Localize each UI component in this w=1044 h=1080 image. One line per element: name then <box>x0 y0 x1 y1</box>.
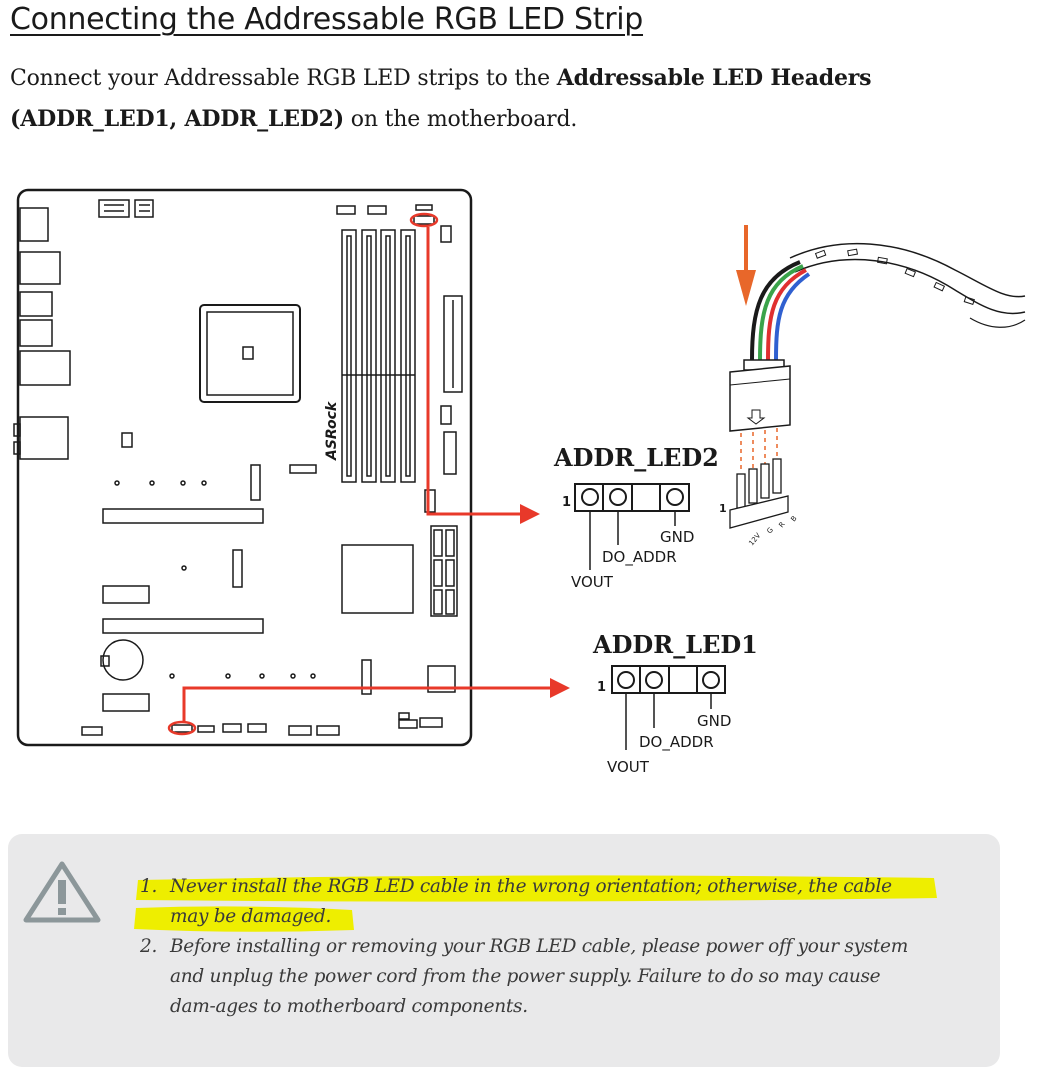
connector-pin1: 1 <box>719 502 727 515</box>
caution-item-1: 1.Never install the RGB LED cable in the… <box>140 876 892 927</box>
callout-line-led1 <box>182 686 550 721</box>
board-brand-logo: ASRock <box>324 400 340 461</box>
intro-text-pre: Connect your Addressable RGB LED strips … <box>10 66 557 91</box>
intro-text-bold: Addressable LED Headers (ADDR_LED1, ADDR… <box>10 65 872 132</box>
connector-pin-label-g: G <box>765 526 775 535</box>
callout-line-led2 <box>426 227 520 516</box>
caution-item-1-text: Never install the RGB LED cable in the w… <box>170 876 892 927</box>
connector-pin-label-12v: 12V <box>747 531 762 547</box>
motherboard-outline <box>16 188 473 747</box>
addr-led2-title: ADDR_LED2 <box>553 443 719 472</box>
intro-paragraph: Connect your Addressable RGB LED strips … <box>10 58 1040 140</box>
led-strip-illustration: 1 12V G R B <box>719 225 1026 547</box>
callout-circle-led1 <box>167 720 197 736</box>
addr-led1-pin1: 1 <box>597 680 606 695</box>
connector-pin-label-b: B <box>789 514 798 523</box>
caution-box: 1.Never install the RGB LED cable in the… <box>8 834 1000 1067</box>
connection-diagram: ASRock ADDR_LED2 1 GND DO_ADDR VOUT ADDR… <box>13 188 1026 776</box>
intro-text-post: on the motherboard. <box>344 107 578 132</box>
highlight-mark-line1 <box>136 875 937 902</box>
insert-arrow-head <box>736 270 756 306</box>
addr-led1-header: ADDR_LED1 1 GND DO_ADDR VOUT <box>592 630 758 776</box>
addr-led2-vout-label: VOUT <box>571 573 614 591</box>
connector-pin-label-r: R <box>777 520 786 529</box>
addr-led2-header: ADDR_LED2 1 GND DO_ADDR VOUT <box>553 443 719 591</box>
caution-list: 1.Never install the RGB LED cable in the… <box>140 872 920 1022</box>
section-title: Connecting the Addressable RGB LED Strip <box>10 2 644 37</box>
addr-led1-doaddr-label: DO_ADDR <box>639 733 714 752</box>
addr-led1-vout-label: VOUT <box>607 758 650 776</box>
addr-led1-gnd-label: GND <box>697 712 731 730</box>
addr-led2-gnd-label: GND <box>660 528 694 546</box>
warning-triangle-icon <box>23 861 101 923</box>
highlight-mark-line2 <box>134 906 354 932</box>
motherboard-illustration <box>13 188 473 747</box>
addr-led2-pin1: 1 <box>562 495 571 510</box>
caution-item-2-text: Before installing or removing your RGB L… <box>170 936 908 1017</box>
addr-led1-title: ADDR_LED1 <box>592 630 758 659</box>
caution-item-2: 2.Before installing or removing your RGB… <box>140 936 908 1017</box>
addr-led2-doaddr-label: DO_ADDR <box>602 548 677 567</box>
callout-arrowhead-led2 <box>520 504 540 524</box>
callout-arrowhead-led1 <box>550 678 570 698</box>
callout-circle-led2 <box>409 212 439 228</box>
